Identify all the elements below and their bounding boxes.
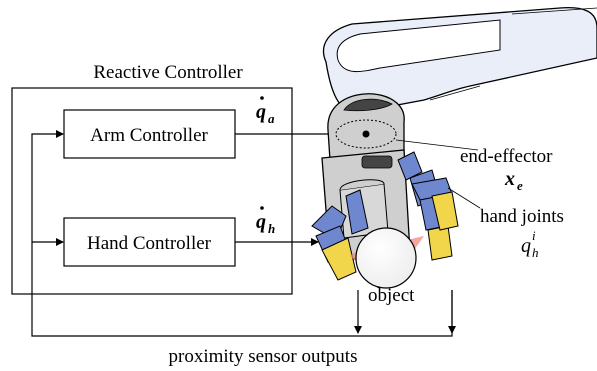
wrist-joint <box>327 93 405 161</box>
hand-joints-sup: i <box>532 228 536 243</box>
end-effector-symbol: x e <box>504 168 523 193</box>
arm-link-upper <box>322 6 597 113</box>
finger-right <box>397 151 459 261</box>
end-effector-sub: e <box>517 178 523 193</box>
hand-joints-sub: h <box>532 245 539 260</box>
end-effector-letter: x <box>504 168 515 190</box>
arm-controller-label: Arm Controller <box>90 125 208 146</box>
hand-joints-leader <box>447 187 481 209</box>
hand-joints-letter: q <box>521 235 531 257</box>
hand-velocity-sub: h <box>268 221 275 236</box>
robot-illustration <box>311 6 597 289</box>
arm-velocity-sub: a <box>268 111 275 126</box>
arm-velocity-symbol: q a <box>256 96 275 126</box>
reactive-controller-title: Reactive Controller <box>93 62 243 83</box>
object-ball <box>355 227 417 289</box>
hand-controller-label: Hand Controller <box>87 233 212 254</box>
hand-velocity-letter: q <box>256 211 266 233</box>
feedback-loop <box>31 130 456 337</box>
hand-velocity-symbol: q h <box>256 206 275 236</box>
hand-joints-label: hand joints <box>480 206 564 227</box>
object-label: object <box>368 285 415 306</box>
reactive-controller-box <box>11 87 293 295</box>
finger-left <box>311 189 369 281</box>
end-effector-leader <box>395 139 479 151</box>
hand-joints-symbol: q h i <box>521 228 539 260</box>
arm-velocity-letter: q <box>256 101 266 123</box>
sensor-outputs-label: proximity sensor outputs <box>169 346 358 367</box>
end-effector-label: end-effector <box>460 146 553 167</box>
